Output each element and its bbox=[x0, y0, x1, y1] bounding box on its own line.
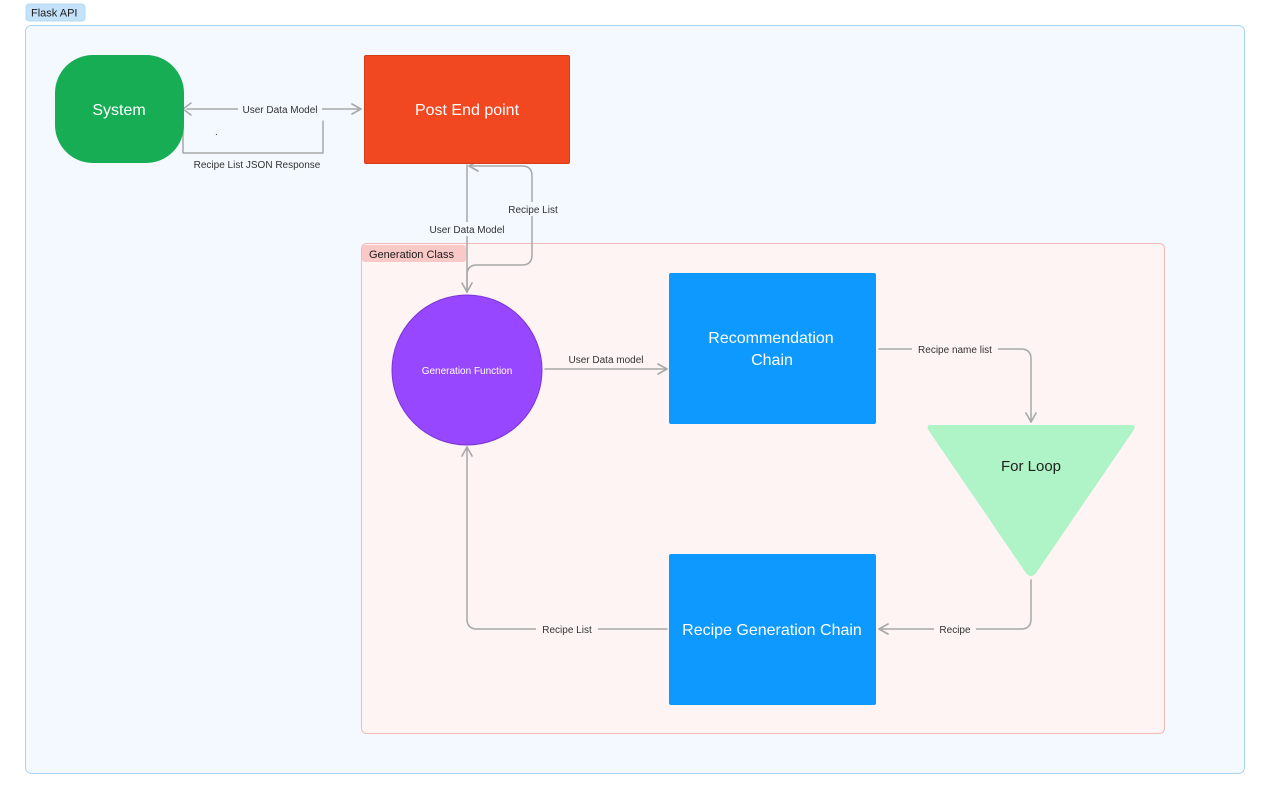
recipe-generation-chain-label: Recipe Generation Chain bbox=[682, 622, 862, 639]
system-node[interactable]: System bbox=[55, 55, 184, 163]
for-loop-label: For Loop bbox=[1001, 458, 1061, 475]
recipe-generation-chain-node[interactable]: Recipe Generation Chain bbox=[669, 554, 876, 705]
edge-label-recommendation-to-loop[interactable]: Recipe name list bbox=[912, 342, 998, 356]
flask-api-tag[interactable]: Flask API bbox=[25, 3, 86, 22]
svg-text:User Data Model: User Data Model bbox=[429, 225, 504, 236]
generation-class-frame[interactable] bbox=[361, 243, 1165, 734]
system-label: System bbox=[92, 102, 145, 119]
post-endpoint-node[interactable]: Post End point bbox=[364, 55, 570, 164]
svg-text:User Data Model: User Data Model bbox=[242, 105, 317, 116]
connector-generation-to-function[interactable] bbox=[461, 446, 668, 630]
edge-label-post-to-function[interactable]: User Data Model bbox=[425, 222, 509, 236]
generation-class-tag[interactable]: Generation Class bbox=[362, 245, 466, 262]
edge-label-generation-to-function[interactable]: Recipe List bbox=[536, 622, 598, 636]
post-endpoint-label: Post End point bbox=[415, 102, 520, 119]
for-loop-node[interactable]: For Loop bbox=[927, 425, 1135, 576]
generation-function-label: Generation Function bbox=[422, 366, 513, 377]
svg-text:Recipe List: Recipe List bbox=[542, 625, 592, 636]
flask-api-label: Flask API bbox=[31, 8, 77, 20]
connector-function-to-post[interactable] bbox=[466, 160, 533, 293]
recommendation-chain-label-line2: Chain bbox=[751, 352, 793, 369]
generation-function-node[interactable]: Generation Function bbox=[391, 294, 543, 446]
edge-label-function-to-post[interactable]: Recipe List bbox=[504, 202, 562, 216]
edge-label-system-to-post[interactable]: User Data Model bbox=[238, 102, 322, 116]
generation-class-label: Generation Class bbox=[369, 249, 454, 261]
connector-recommendation-to-loop[interactable] bbox=[878, 348, 1037, 423]
svg-text:Recipe List: Recipe List bbox=[508, 205, 558, 216]
edge-label-function-to-recommendation[interactable]: User Data model bbox=[563, 352, 649, 366]
connector-loop-to-generation[interactable] bbox=[878, 579, 1032, 635]
stray-mark: . bbox=[215, 127, 218, 138]
svg-text:User Data model: User Data model bbox=[568, 355, 643, 366]
recommendation-chain-node[interactable]: Recommendation Chain bbox=[669, 273, 876, 424]
edge-label-loop-to-generation[interactable]: Recipe bbox=[934, 622, 976, 636]
svg-text:Recipe: Recipe bbox=[939, 625, 971, 636]
svg-text:Recipe List JSON Response: Recipe List JSON Response bbox=[194, 160, 321, 171]
recommendation-chain-label-line1: Recommendation bbox=[708, 330, 833, 347]
svg-text:Recipe name list: Recipe name list bbox=[918, 345, 992, 356]
edge-label-post-to-system[interactable]: Recipe List JSON Response bbox=[190, 157, 324, 171]
